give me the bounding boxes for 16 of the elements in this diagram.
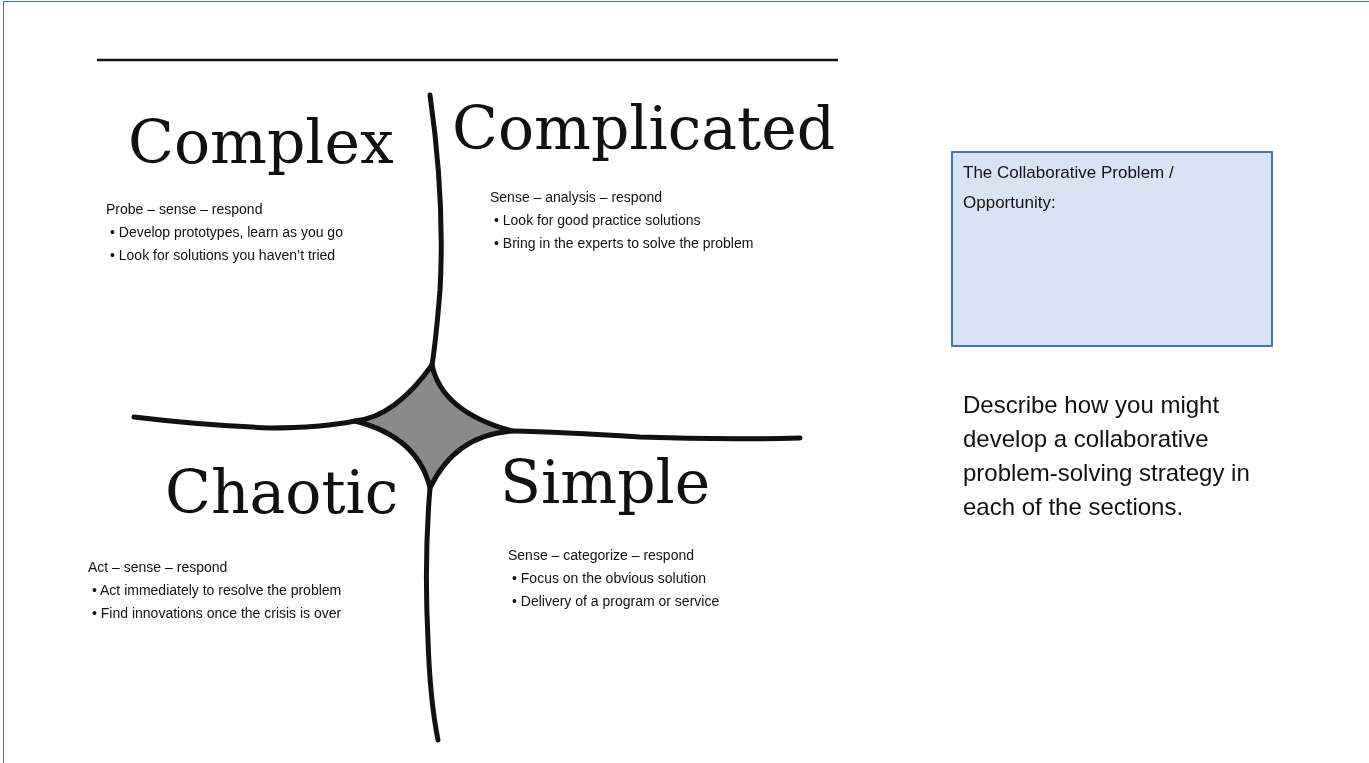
problem-box bbox=[951, 151, 1273, 347]
bullet-item: • Look for good practice solutions bbox=[493, 211, 702, 230]
bullet-item: • Bring in the experts to solve the problem bbox=[493, 234, 754, 253]
bullet-item: • Find innovations once the crisis is over bbox=[91, 604, 342, 623]
instruction-text: Describe how you might develop a collaborative problem-solving strategy in each of the sections. bbox=[963, 390, 1251, 522]
approach-heading: Act – sense – respond bbox=[88, 558, 229, 577]
approach-heading: Sense – analysis – respond bbox=[490, 188, 663, 207]
bullet-item: • Focus on the obvious solution bbox=[511, 569, 708, 588]
bullet-item: • Look for solutions you haven’t tried bbox=[109, 246, 337, 265]
bullet-item: • Delivery of a program or service bbox=[511, 592, 720, 611]
bullet-item: • Act immediately to resolve the problem bbox=[91, 581, 342, 600]
approach-heading: Probe – sense – respond bbox=[106, 200, 264, 219]
quadrant-title: Chaotic bbox=[165, 462, 399, 522]
bullet-item: • Develop prototypes, learn as you go bbox=[109, 223, 343, 242]
box-heading: The Collaborative Problem / Opportunity: bbox=[963, 162, 1175, 214]
approach-heading: Sense – categorize – respond bbox=[508, 546, 695, 565]
